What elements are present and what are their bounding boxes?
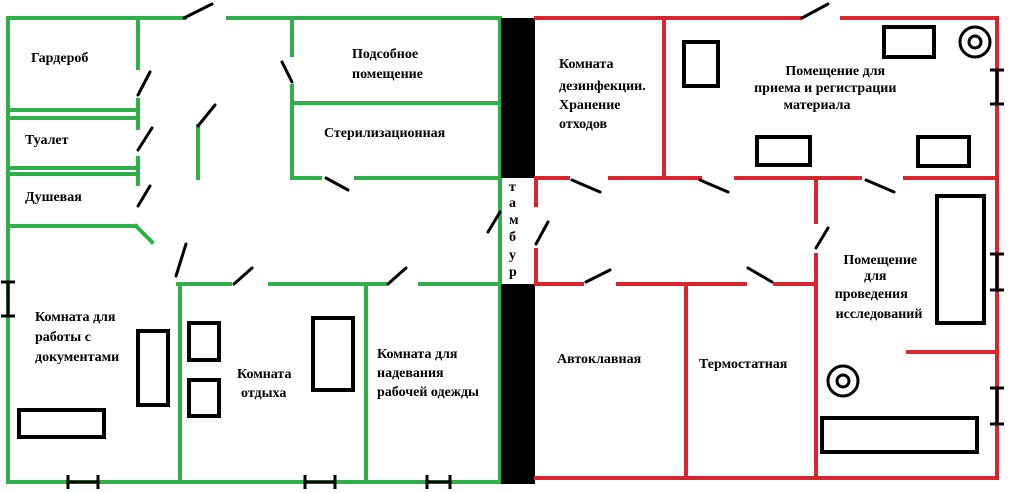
sink-reception-icon	[958, 25, 992, 59]
door-wardrobe	[136, 70, 152, 97]
table-research-vertical	[935, 194, 986, 325]
door-vestibule-right	[534, 220, 550, 246]
window-bottom-1	[66, 475, 100, 489]
cabinet-rest-2	[187, 378, 221, 418]
green-zone-walls	[6, 16, 502, 484]
table-research-horizontal	[820, 416, 979, 454]
door-research	[814, 226, 830, 250]
sink-research-icon	[826, 364, 860, 398]
window-right-3	[990, 386, 1004, 426]
zone-separator	[501, 18, 535, 484]
label-reception: Помещение для приема и регистрации матер…	[754, 64, 900, 113]
red-zone-walls	[534, 16, 999, 480]
door-reception-2	[864, 178, 896, 194]
window-left	[1, 280, 15, 318]
door-documents	[174, 242, 188, 278]
label-toilet: Туалет	[25, 133, 69, 148]
label-vestibule: т а м б у р	[509, 180, 522, 280]
furniture	[17, 25, 986, 454]
door-rest	[232, 266, 254, 286]
label-shower: Душевая	[25, 190, 82, 205]
table-documents-horizontal	[17, 408, 106, 439]
windows	[1, 68, 1004, 489]
label-rest: Комната отдыха	[237, 367, 295, 401]
label-autoclave: Автоклавная	[557, 352, 642, 367]
label-dressing: Комната для надевания рабочей одежды	[377, 347, 479, 400]
room-labels: Гардероб Туалет Душевая Подсобное помеще…	[25, 47, 922, 401]
door-disinfection	[570, 178, 602, 194]
door-red-top	[800, 2, 830, 20]
table-reception-bottom-left	[755, 135, 812, 167]
label-wardrobe: Гардероб	[31, 51, 88, 66]
table-reception-top	[882, 25, 936, 59]
door-vestibule-left	[486, 210, 502, 234]
bench-dressing	[311, 316, 355, 392]
doors	[136, 2, 896, 286]
window-bottom-2	[303, 475, 337, 489]
label-documents: Комната для работы с документами	[35, 310, 119, 365]
door-corridor-upper	[196, 103, 217, 128]
door-reception	[698, 178, 730, 194]
door-auxiliary	[280, 60, 294, 84]
cabinet-rest-1	[187, 321, 221, 362]
label-research: Помещение для проведения исследований	[835, 253, 923, 322]
label-sterilization: Стерилизационная	[324, 126, 446, 141]
window-right-1	[990, 68, 1004, 106]
table-reception-bottom-right	[916, 135, 971, 168]
window-bottom-3	[425, 475, 452, 489]
door-dressing	[386, 266, 408, 286]
label-auxiliary: Подсобное помещение	[352, 47, 423, 82]
door-thermostat	[746, 266, 774, 284]
door-toilet	[136, 126, 154, 152]
door-top-entrance	[182, 2, 214, 20]
door-autoclave	[584, 268, 612, 284]
table-documents-vertical	[136, 329, 170, 407]
door-shower	[136, 184, 152, 208]
door-sterilization	[324, 176, 350, 192]
cabinet-disinfection	[682, 40, 720, 88]
window-right-2	[990, 252, 1004, 292]
label-thermostat: Термостатная	[699, 357, 788, 372]
label-disinfection: Комната дезинфекции. Хранение отходов	[559, 57, 649, 132]
